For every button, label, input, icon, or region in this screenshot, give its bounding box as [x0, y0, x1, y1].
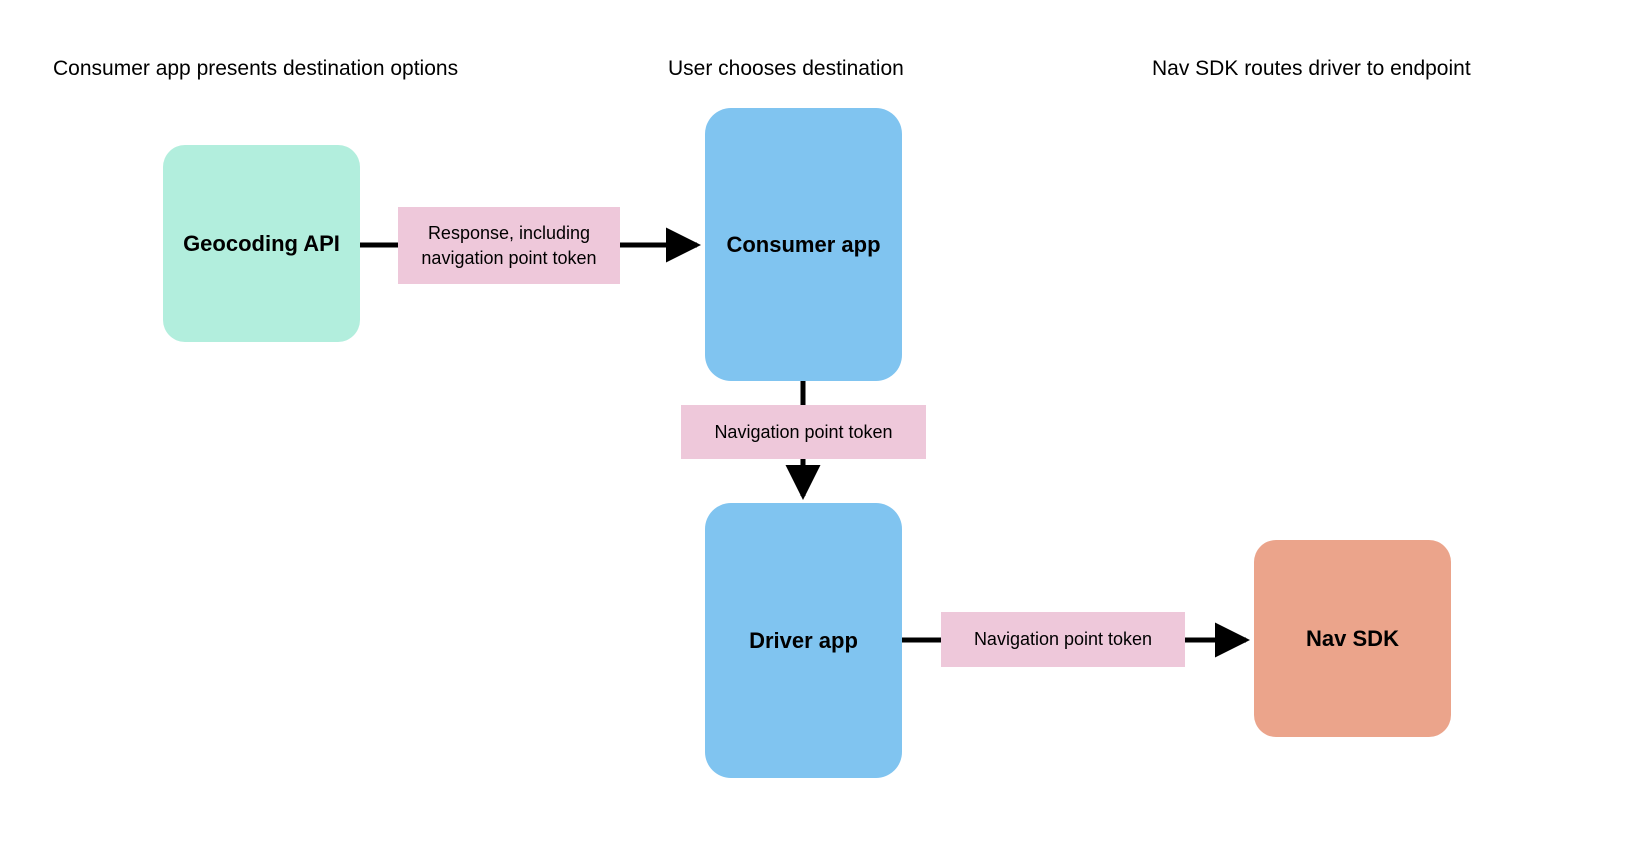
node-driver-app-label: Driver app [749, 627, 858, 653]
edge-label-response-including-navigation-point-token: Response, including navigation point tok… [398, 207, 620, 284]
edge-label-text: Response, including navigation point tok… [421, 222, 597, 268]
column-header-consumer-app-presents-destination-options: Consumer app presents destination option… [53, 57, 459, 80]
node-geocoding-api-label: Geocoding API [183, 230, 340, 256]
column-header-user-chooses-destination: User chooses destination [668, 57, 904, 80]
node-consumer-app[interactable]: Consumer app [705, 108, 902, 381]
edge-label-navigation-point-token-driver-to-navsdk: Navigation point token [941, 612, 1185, 667]
edge-label-navigation-point-token-consumer-to-driver: Navigation point token [681, 405, 926, 459]
node-consumer-app-label: Consumer app [726, 231, 881, 257]
node-nav-sdk[interactable]: Nav SDK [1254, 540, 1451, 737]
node-geocoding-api[interactable]: Geocoding API [163, 145, 360, 342]
node-nav-sdk-label: Nav SDK [1306, 625, 1399, 651]
column-header-nav-sdk-routes-driver-to-endpoint: Nav SDK routes driver to endpoint [1152, 57, 1471, 80]
node-driver-app[interactable]: Driver app [705, 503, 902, 778]
edge-label-text: Navigation point token [973, 629, 1153, 649]
edge-label-text: Navigation point token [714, 421, 893, 442]
